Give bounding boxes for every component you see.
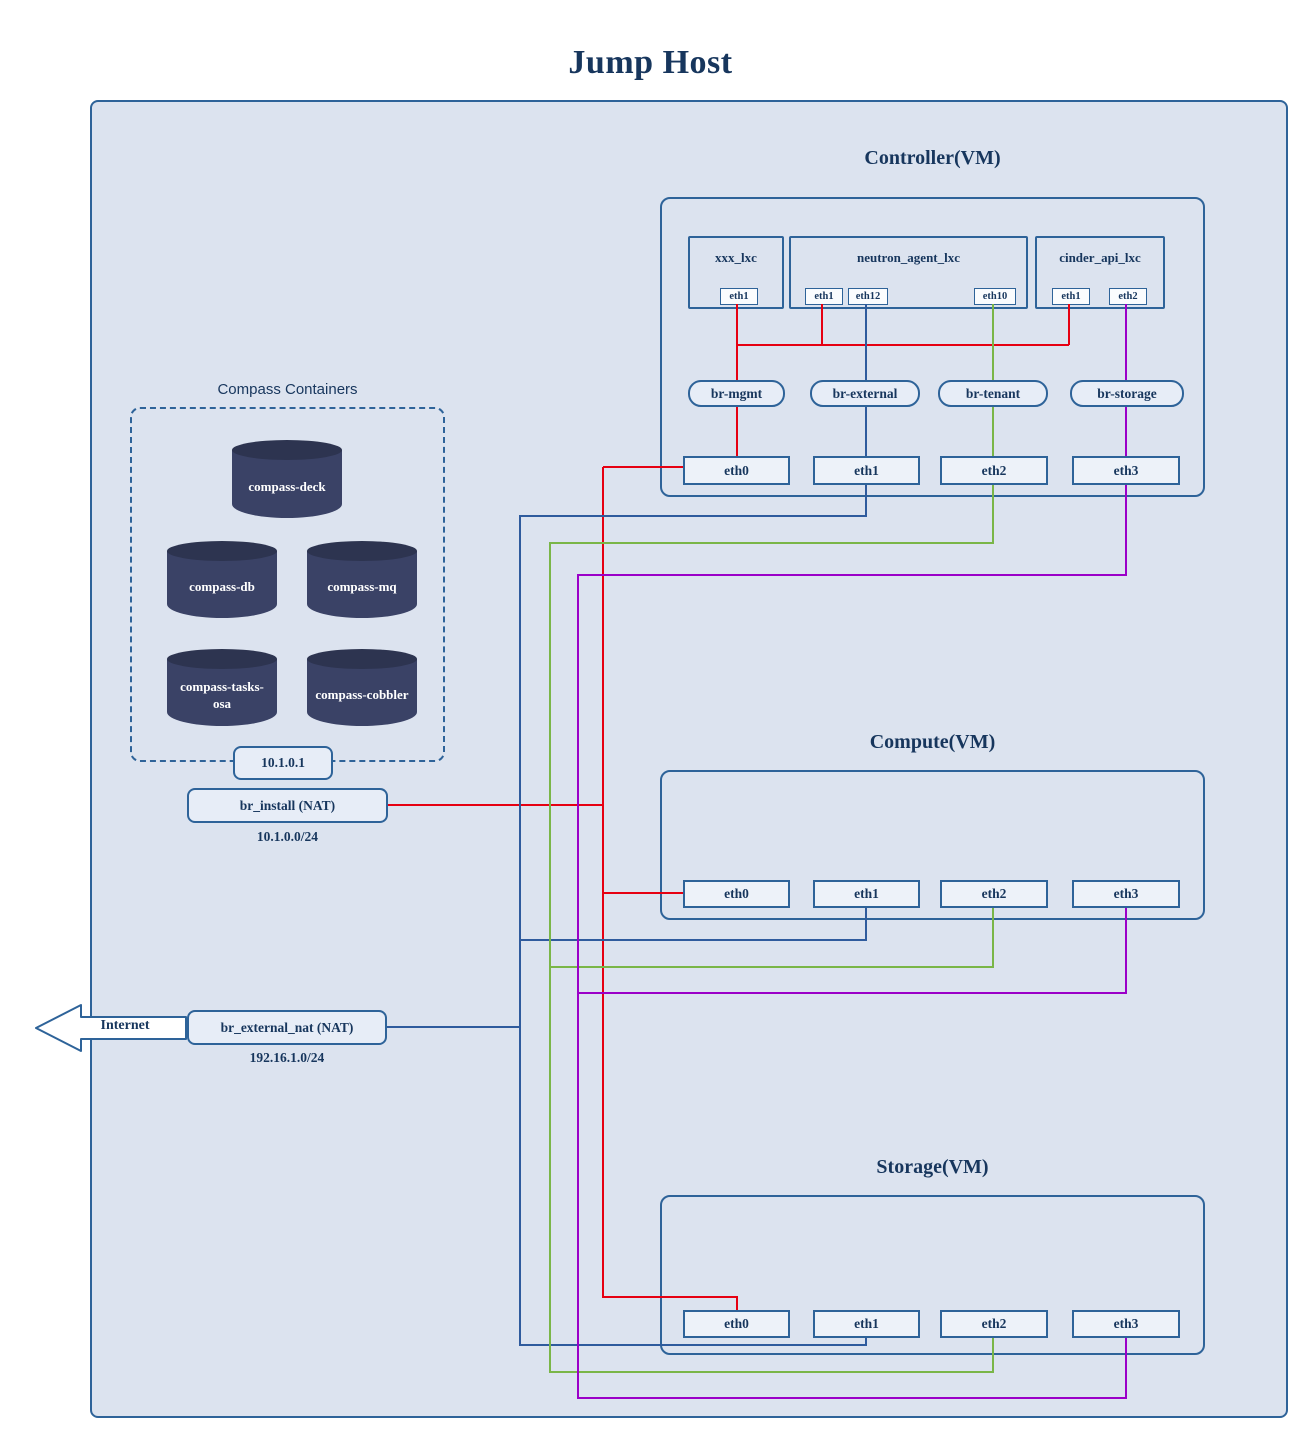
bridge-br-tenant: br-tenant (938, 380, 1048, 407)
controller-nic-eth1: eth1 (813, 456, 920, 485)
cylinder-label: compass-cobbler (315, 687, 409, 703)
cylinder-body (232, 450, 342, 518)
storage-nic-eth1: eth1 (813, 1310, 920, 1338)
diagram-title: Jump Host (568, 44, 733, 81)
cylinder-top (307, 541, 417, 561)
controller-vm-label: Controller(VM) (864, 147, 1001, 169)
controller-nic-eth0: eth0 (683, 456, 790, 485)
storage-vm-label: Storage(VM) (876, 1156, 989, 1178)
bridge-br-storage: br-storage (1070, 380, 1184, 407)
compass-containers-label: Compass Containers (217, 381, 358, 398)
lxc-port-eth1: eth1 (720, 288, 758, 305)
compute-vm-label: Compute(VM) (869, 731, 996, 753)
storage-nic-eth3: eth3 (1072, 1310, 1180, 1338)
cylinder-top (167, 649, 277, 669)
lxc-port-eth1: eth1 (1052, 288, 1090, 305)
lxc-port-eth10: eth10 (974, 288, 1016, 305)
lxc-port-eth1: eth1 (805, 288, 843, 305)
lxc-box-xxx-lxc: xxx_lxc eth1 (688, 236, 784, 309)
cylinder-label: compass-db (189, 579, 255, 595)
external-subnet-label: 192.16.1.0/24 (249, 1050, 325, 1065)
lxc-box-cinder-api-lxc: cinder_api_lxc eth1 eth2 (1035, 236, 1165, 309)
lxc-port-eth12: eth12 (848, 288, 888, 305)
br-external-nat-box: br_external_nat (NAT) (187, 1010, 387, 1045)
lxc-box-neutron-agent-lxc: neutron_agent_lxc eth1 eth12 eth10 (789, 236, 1028, 309)
lxc-name: xxx_lxc (715, 250, 757, 265)
install-subnet-label: 10.1.0.0/24 (256, 829, 319, 844)
cylinder-label: compass-deck (248, 478, 326, 494)
compute-nic-eth3: eth3 (1072, 880, 1180, 908)
cylinder-top (232, 440, 342, 460)
cylinder-compass-cobbler: compass-cobbler (307, 649, 417, 726)
lxc-name: cinder_api_lxc (1059, 250, 1141, 265)
lxc-name: neutron_agent_lxc (856, 250, 961, 265)
cylinder-body (167, 659, 277, 726)
cylinder-top (307, 649, 417, 669)
cylinder-compass-tasks-osa: compass-tasks-osa (167, 649, 277, 726)
install-gateway-ip-box: 10.1.0.1 (233, 746, 333, 780)
storage-nic-eth0: eth0 (683, 1310, 790, 1338)
cylinder-body (167, 551, 277, 618)
cylinder-compass-mq: compass-mq (307, 541, 417, 618)
controller-nic-eth2: eth2 (940, 456, 1048, 485)
internet-label: Internet (100, 1018, 150, 1033)
compute-nic-eth2: eth2 (940, 880, 1048, 908)
cylinder-label: compass-mq (327, 579, 397, 595)
lxc-port-eth2: eth2 (1109, 288, 1147, 305)
cylinder-top (167, 541, 277, 561)
cylinder-compass-deck: compass-deck (232, 440, 342, 518)
cylinder-compass-db: compass-db (167, 541, 277, 618)
bridge-br-mgmt: br-mgmt (688, 380, 785, 407)
storage-nic-eth2: eth2 (940, 1310, 1048, 1338)
internet-arrow (35, 1004, 187, 1052)
bridge-br-external: br-external (810, 380, 920, 407)
compute-nic-eth1: eth1 (813, 880, 920, 908)
br-install-nat-box: br_install (NAT) (187, 788, 388, 823)
controller-nic-eth3: eth3 (1072, 456, 1180, 485)
cylinder-label: compass-tasks-osa (180, 679, 264, 711)
compute-nic-eth0: eth0 (683, 880, 790, 908)
